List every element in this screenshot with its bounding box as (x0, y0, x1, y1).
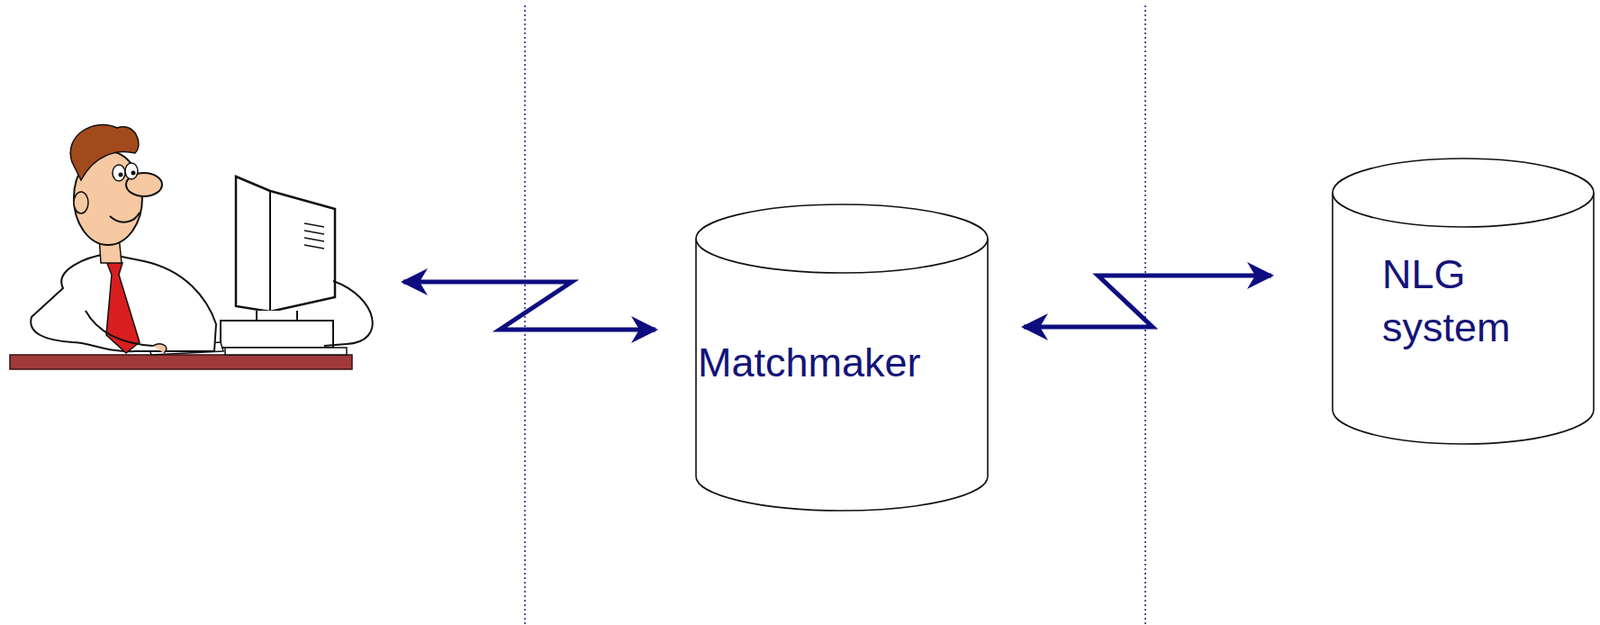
cylinder-node: NLG system (1332, 158, 1594, 444)
cylinder-body (696, 238, 988, 511)
node-label: Matchmaker (697, 336, 977, 390)
user-illustration (9, 124, 373, 370)
cylinder-top (1332, 158, 1594, 227)
divider-line (1144, 5, 1147, 625)
cylinder-outline (1332, 158, 1594, 444)
cylinder-top (696, 204, 988, 273)
cylinder-body (1332, 192, 1594, 444)
zigzag-arrow (403, 281, 656, 330)
node-label: NLG system (1382, 248, 1540, 354)
zigzag-arrow (1023, 275, 1272, 327)
cylinder-node: Matchmaker (696, 204, 988, 511)
